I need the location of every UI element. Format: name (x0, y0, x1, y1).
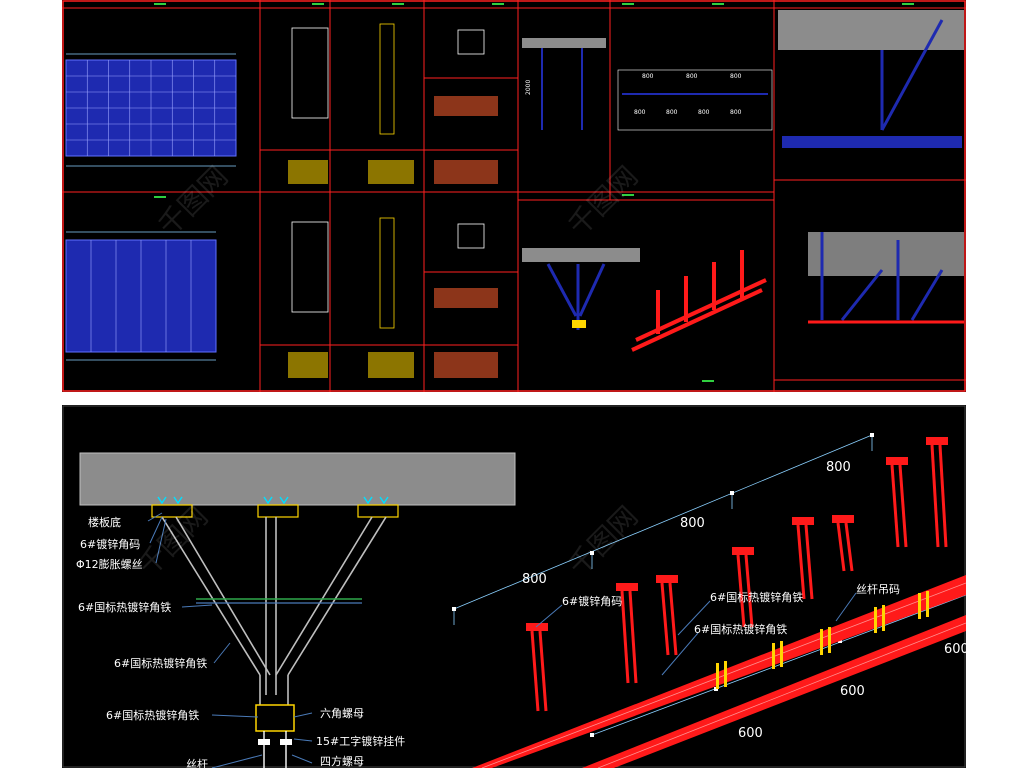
isometric-frame: 6#镀锌角码 6#国标热镀锌角铁 6#国标热镀锌角铁 丝杆吊码 800 800 … (452, 433, 966, 768)
hanger-leg (530, 630, 540, 712)
hanger-detail-thumbnail (522, 248, 640, 330)
threaded-rod-icon (716, 663, 719, 689)
hanger-leg (744, 554, 754, 628)
panel-section-details (291, 23, 485, 329)
horizontal-brace (196, 598, 362, 604)
callout-slab-bottom: 楼板底 (88, 515, 121, 529)
callout-hex-nut: 六角螺母 (320, 707, 364, 720)
dim-tick (870, 433, 874, 437)
threaded-rod-icon (874, 607, 877, 633)
iso-dim-600-c: 600 (738, 726, 763, 741)
overview-drawing-canvas: 2000 800 800 800 800 800 800 800 (62, 0, 966, 392)
dim-tick (730, 491, 734, 495)
callout-angle-iron-3: 6#国标热镀锌角铁 (106, 708, 199, 722)
hanger-leg (930, 444, 940, 548)
callout-expansion-bolt: Φ12膨胀螺丝 (76, 557, 143, 571)
hanger-nut-assembly (255, 704, 295, 768)
hanger-leg (796, 524, 806, 600)
threaded-rod-icon (820, 629, 823, 655)
hanger-leg (938, 444, 948, 548)
hanger-cap (526, 623, 548, 631)
hanger-leg (804, 524, 814, 600)
hanger-leg (898, 464, 908, 548)
hanger-leg (836, 522, 846, 572)
threaded-rod-icon (882, 605, 885, 631)
hanger-detail-sheet: 楼板底 6#镀锌角码 Φ12膨胀螺丝 6#国标热镀锌角铁 6#国标热镀锌角铁 6… (62, 405, 966, 768)
thumb-width-2: 800 (686, 73, 698, 80)
callout-square-nut: 四方螺母 (320, 754, 364, 768)
callout-angle-code: 6#镀锌角码 (80, 537, 140, 551)
iso-callout-leaders (535, 592, 857, 676)
angle-iron-struts (161, 516, 387, 705)
iso-callout-angle-code: 6#镀锌角码 (562, 594, 622, 608)
expansion-bolt-icons (157, 496, 389, 505)
thumb-lower-4: 800 (730, 109, 742, 116)
frame-section-thumbnail: 2000 (522, 38, 606, 130)
threaded-rod-icon (724, 661, 727, 687)
hanger-cap (792, 517, 814, 525)
dim-tick (590, 551, 594, 555)
iso-callout-rod-hanger: 丝杆吊码 (856, 582, 900, 596)
hanger-cap (616, 583, 638, 591)
anchor-plates (151, 504, 399, 518)
thumb-lower-1: 800 (634, 109, 646, 116)
thumb-height-dim: 2000 (525, 80, 532, 95)
hanger-leg (668, 582, 678, 656)
sheet-frame (62, 0, 966, 392)
callout-angle-iron-1: 6#国标热镀锌角铁 (78, 600, 171, 614)
elevation-panel-grid-lower (65, 231, 217, 361)
thumb-lower-3: 800 (698, 109, 710, 116)
hanger-cap (886, 457, 908, 465)
threaded-rod-icon (780, 641, 783, 667)
ceiling-slab (79, 452, 516, 506)
hanger-cap (732, 547, 754, 555)
iso-callout-angle-iron-1: 6#国标热镀锌角铁 (710, 590, 803, 604)
threaded-rod-icon (828, 627, 831, 653)
detail-callouts: 楼板底 6#镀锌角码 Φ12膨胀螺丝 6#国标热镀锌角铁 6#国标热镀锌角铁 6… (76, 515, 405, 768)
thumb-lower-2: 800 (666, 109, 678, 116)
hanger-leg (844, 522, 854, 572)
thumb-width-3: 800 (730, 73, 742, 80)
iso-dim-800-b: 800 (680, 516, 705, 531)
hanger-leg (660, 582, 670, 656)
threaded-rod-icon (918, 593, 921, 619)
iso-dimension-lines (453, 434, 966, 736)
hanger-leg (736, 554, 746, 628)
elevation-panel-grid-upper (65, 53, 237, 167)
joint-details (288, 96, 498, 378)
iso-hanger-struts (526, 437, 948, 712)
hanger-cap (656, 575, 678, 583)
callout-angle-iron-2: 6#国标热镀锌角铁 (114, 656, 207, 670)
right-elevation-lower (808, 232, 964, 324)
threaded-rod-icon (926, 591, 929, 617)
iso-thumbnail (631, 250, 767, 352)
hanger-leg (538, 630, 548, 712)
threaded-rod-icon (772, 643, 775, 669)
hanger-leg (628, 590, 638, 684)
dim-tick (590, 733, 594, 737)
dim-tick (838, 639, 842, 643)
sheet-grid (62, 0, 966, 392)
callout-threaded-rod: 丝杆 (186, 757, 208, 768)
hanger-leg (620, 590, 630, 684)
right-elevation-upper (778, 10, 964, 148)
hanger-cap (926, 437, 948, 445)
iso-dim-800-c: 800 (826, 460, 851, 475)
iso-threaded-rods (716, 591, 929, 689)
iso-callout-angle-iron-2: 6#国标热镀锌角铁 (694, 622, 787, 636)
thumb-width-1: 800 (642, 73, 654, 80)
iso-dim-600-a: 600 (944, 642, 966, 657)
iso-dim-600-b: 600 (840, 684, 865, 699)
iso-dim-800-a: 800 (522, 572, 547, 587)
hanger-detail-canvas: 楼板底 6#镀锌角码 Φ12膨胀螺丝 6#国标热镀锌角铁 6#国标热镀锌角铁 6… (62, 405, 966, 768)
callout-i-hanger: 15#工字镀锌挂件 (316, 734, 405, 748)
dim-tick (452, 607, 456, 611)
hanger-leg (890, 464, 900, 548)
bay-elevation-thumbnail: 800 800 800 800 800 800 800 (617, 69, 773, 131)
overview-drawing-sheet: 2000 800 800 800 800 800 800 800 (62, 0, 966, 392)
title-markers (154, 3, 914, 382)
detail-callout-leaders (147, 512, 313, 768)
hanger-cap (832, 515, 854, 523)
